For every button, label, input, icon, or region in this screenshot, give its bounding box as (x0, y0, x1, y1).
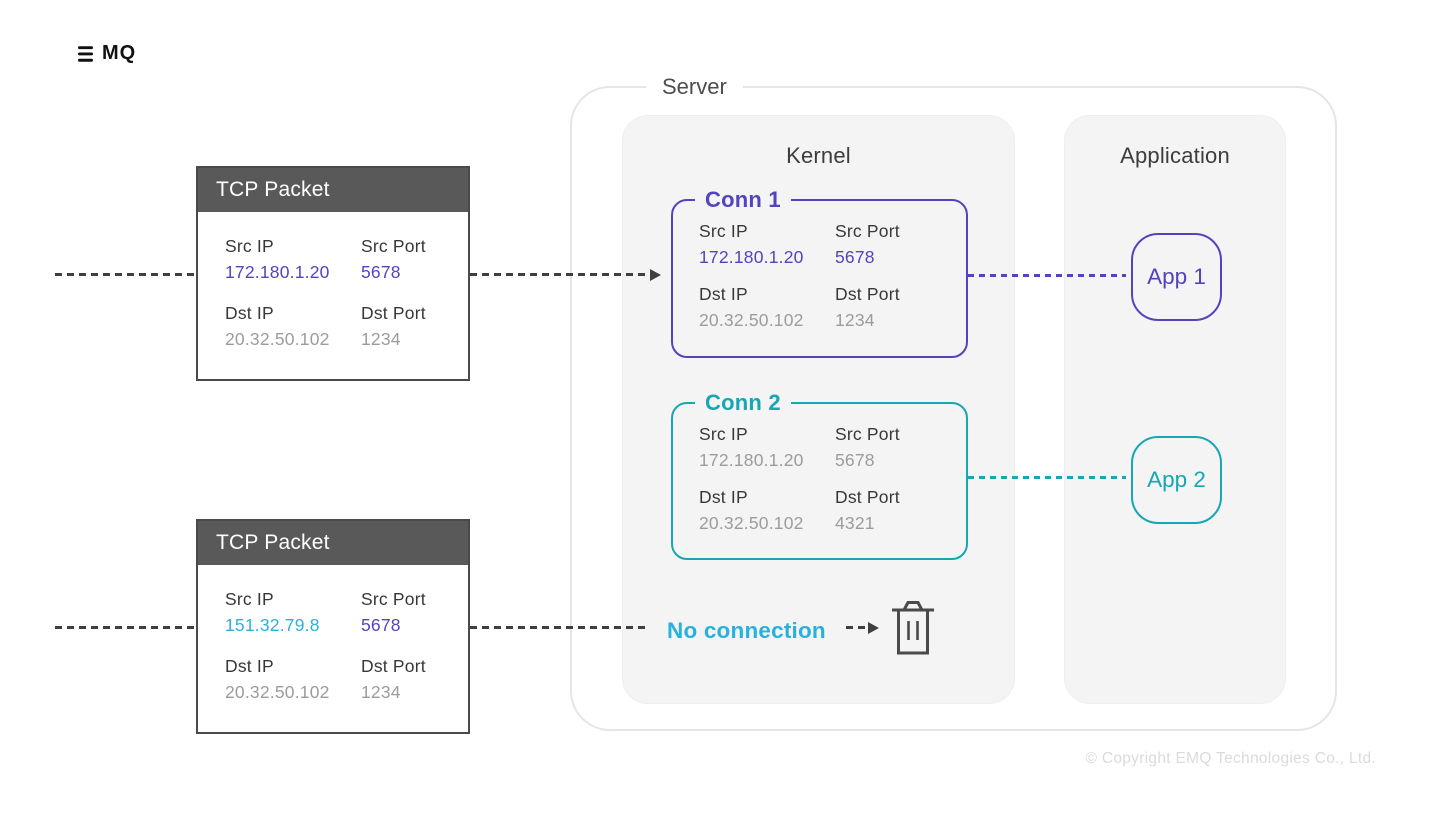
arrow-noconnection-to-trash (846, 621, 879, 634)
field-value: 5678 (361, 615, 401, 635)
field-value: 5678 (361, 262, 401, 282)
server-container: Server Kernel Conn 1 Src IP 172.180.1.20… (570, 72, 1337, 731)
field-label: Src Port (835, 221, 900, 241)
trash-icon (885, 599, 941, 664)
field-label: Dst Port (835, 284, 900, 304)
tcp-packet-card-2: TCP Packet Src IP 151.32.79.8 Src Port 5… (196, 519, 470, 734)
field-label: Src Port (361, 589, 426, 609)
kernel-title: Kernel (786, 143, 851, 168)
arrow-inbound-packet2 (55, 626, 196, 629)
arrowhead-icon (650, 268, 661, 281)
field-label: Dst IP (225, 656, 274, 676)
server-label: Server (646, 72, 743, 102)
copyright-text: © Copyright EMQ Technologies Co., Ltd. (1085, 750, 1376, 767)
conn2-dst-port: Dst Port 4321 (835, 487, 966, 534)
field-label: Dst IP (699, 284, 748, 304)
emq-logo: MQ (78, 42, 136, 65)
field-label: Dst Port (361, 656, 426, 676)
conn2-dst-ip: Dst IP 20.32.50.102 (699, 487, 835, 534)
packet1-src-port: Src Port 5678 (361, 236, 468, 283)
conn1-dst-port: Dst Port 1234 (835, 284, 966, 331)
kernel-panel: Kernel Conn 1 Src IP 172.180.1.20 Src Po… (622, 115, 1015, 704)
field-value: 5678 (835, 450, 875, 470)
no-connection-label: No connection (667, 618, 826, 643)
app-1-node: App 1 (1131, 233, 1222, 321)
conn-2-fields: Src IP 172.180.1.20 Src Port 5678 Dst IP… (673, 404, 966, 534)
field-value: 20.32.50.102 (225, 682, 330, 702)
field-value: 1234 (835, 310, 875, 330)
line-conn2-to-app2 (968, 476, 1126, 479)
field-value: 20.32.50.102 (699, 310, 804, 330)
conn-2-label: Conn 2 (695, 388, 791, 418)
packet2-src-ip: Src IP 151.32.79.8 (225, 589, 361, 636)
field-value: 1234 (361, 329, 401, 349)
field-label: Src IP (699, 424, 748, 444)
conn-2-box: Conn 2 Src IP 172.180.1.20 Src Port 5678… (671, 388, 968, 560)
conn1-dst-ip: Dst IP 20.32.50.102 (699, 284, 835, 331)
conn-1-fields: Src IP 172.180.1.20 Src Port 5678 Dst IP… (673, 201, 966, 331)
application-panel: Application App 1 App 2 (1064, 115, 1286, 704)
field-label: Src IP (225, 236, 274, 256)
tcp-packet-1-title: TCP Packet (198, 168, 468, 212)
tcp-packet-card-1: TCP Packet Src IP 172.180.1.20 Src Port … (196, 166, 470, 381)
packet2-dst-ip: Dst IP 20.32.50.102 (225, 656, 361, 703)
arrow-packet1-to-conn1 (470, 268, 661, 281)
arrowhead-icon (868, 621, 879, 634)
packet2-src-port: Src Port 5678 (361, 589, 468, 636)
field-value: 20.32.50.102 (699, 513, 804, 533)
tcp-packet-2-fields: Src IP 151.32.79.8 Src Port 5678 Dst IP … (198, 565, 468, 703)
field-label: Src Port (361, 236, 426, 256)
field-value: 1234 (361, 682, 401, 702)
field-label: Dst IP (699, 487, 748, 507)
conn2-src-ip: Src IP 172.180.1.20 (699, 424, 835, 471)
packet1-src-ip: Src IP 172.180.1.20 (225, 236, 361, 283)
arrow-inbound-packet1 (55, 273, 196, 276)
field-value: 4321 (835, 513, 875, 533)
field-label: Dst Port (361, 303, 426, 323)
tcp-packet-2-title: TCP Packet (198, 521, 468, 565)
packet1-dst-ip: Dst IP 20.32.50.102 (225, 303, 361, 350)
field-value: 172.180.1.20 (699, 450, 804, 470)
conn-1-box: Conn 1 Src IP 172.180.1.20 Src Port 5678… (671, 185, 968, 358)
field-value: 172.180.1.20 (225, 262, 330, 282)
arrow-packet2-to-noconnection (470, 626, 650, 629)
emq-logo-text: MQ (102, 42, 137, 64)
field-value: 20.32.50.102 (225, 329, 330, 349)
field-value: 151.32.79.8 (225, 615, 320, 635)
field-label: Src IP (699, 221, 748, 241)
conn2-src-port: Src Port 5678 (835, 424, 966, 471)
field-label: Dst IP (225, 303, 274, 323)
conn1-src-port: Src Port 5678 (835, 221, 966, 268)
field-label: Src IP (225, 589, 274, 609)
field-value: 172.180.1.20 (699, 247, 804, 267)
field-value: 5678 (835, 247, 875, 267)
app-2-node: App 2 (1131, 436, 1222, 524)
conn-1-label: Conn 1 (695, 185, 791, 215)
field-label: Src Port (835, 424, 900, 444)
emq-bars-icon (78, 45, 93, 62)
application-title: Application (1120, 143, 1230, 168)
packet2-dst-port: Dst Port 1234 (361, 656, 468, 703)
field-label: Dst Port (835, 487, 900, 507)
line-conn1-to-app1 (968, 274, 1126, 277)
conn1-src-ip: Src IP 172.180.1.20 (699, 221, 835, 268)
packet1-dst-port: Dst Port 1234 (361, 303, 468, 350)
tcp-packet-1-fields: Src IP 172.180.1.20 Src Port 5678 Dst IP… (198, 212, 468, 350)
